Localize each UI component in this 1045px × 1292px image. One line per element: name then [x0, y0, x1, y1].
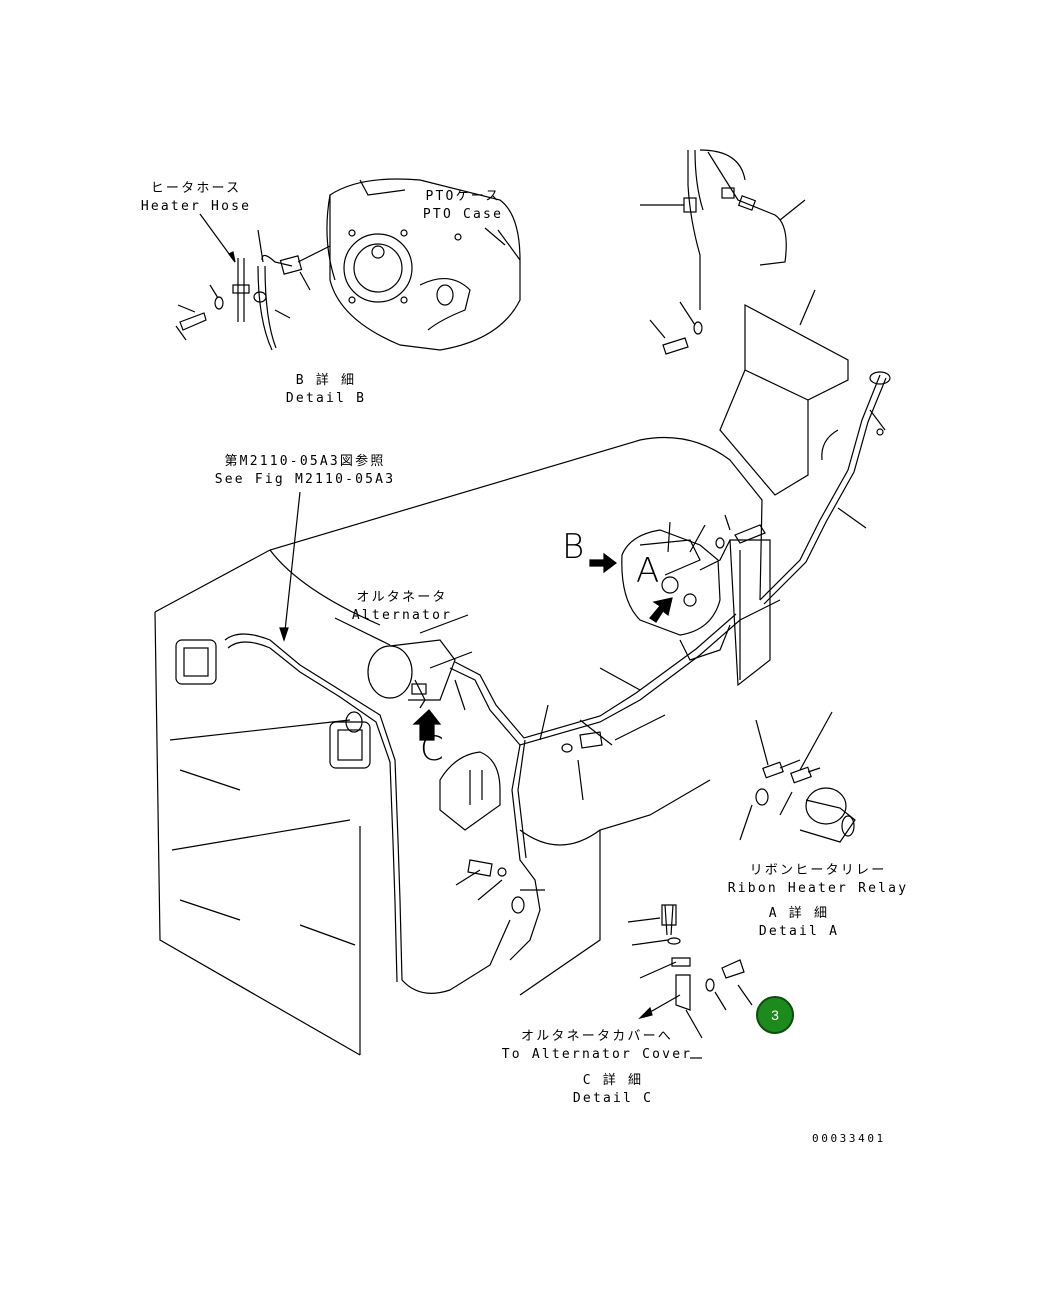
detail-b-drawing	[175, 178, 521, 351]
marker-a: A	[636, 551, 660, 591]
marker-c: C	[420, 729, 444, 769]
detail-a-title-jp: A 詳 細	[768, 906, 830, 921]
heater-hose-label-en: Heater Hose	[140, 199, 252, 214]
upper-right-assembly	[640, 149, 891, 605]
detail-c-title-jp: C 詳 細	[582, 1073, 644, 1088]
ribbon-heater-relay-drawing	[739, 711, 856, 843]
engine-body	[154, 436, 781, 1056]
detail-a-area	[621, 514, 771, 687]
alternator-label-jp: オルタネータ	[356, 590, 448, 605]
pto-case-label-jp: PTOケース	[425, 189, 501, 204]
heater-hose-label-jp: ヒータホース	[150, 181, 242, 196]
detail-c-drawing	[627, 904, 753, 1059]
marker-b: B	[562, 527, 585, 567]
alternator-label-en: Alternator	[351, 608, 453, 623]
detail-c-title-en: Detail C	[572, 1091, 654, 1106]
see-fig-label-en: See Fig M2110-05A3	[214, 472, 396, 487]
ribbon-heater-relay-label-en: Ribon Heater Relay	[727, 881, 909, 896]
to-alternator-cover-label-en: To Alternator Cover	[501, 1047, 693, 1062]
ribbon-heater-relay-label-jp: リボンヒータリレー	[749, 863, 887, 878]
detail-b-title-en: Detail B	[285, 391, 367, 406]
pto-case-label-en: PTO Case	[422, 207, 504, 222]
see-fig-label-jp: 第M2110-05A3図参照	[224, 454, 386, 469]
detail-a-title-en: Detail A	[758, 924, 840, 939]
drawing-number: 00033401	[812, 1132, 886, 1145]
part-callout-3[interactable]: 3	[756, 996, 794, 1034]
detail-b-title-jp: B 詳 細	[295, 373, 357, 388]
to-alternator-cover-label-jp: オルタネータカバーへ	[520, 1029, 674, 1044]
